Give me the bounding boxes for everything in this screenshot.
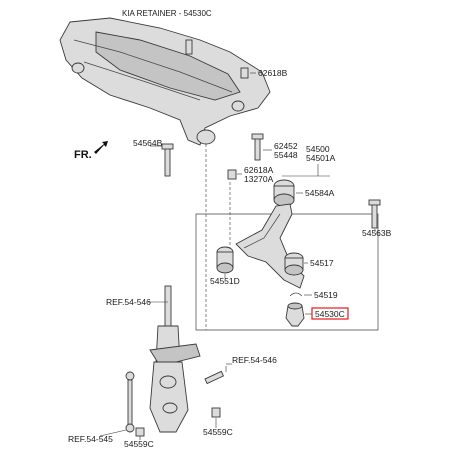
front-indicator: FR. <box>74 149 92 161</box>
label-54519: 54519 <box>314 290 338 300</box>
label-54500: 54500 <box>306 144 330 154</box>
subframe-crossmember <box>59 17 271 146</box>
label-54530C: 54530C <box>315 309 345 319</box>
label-54501A: 54501A <box>306 153 336 163</box>
label-55448: 55448 <box>274 150 298 160</box>
highlight-box-54530C <box>311 307 349 320</box>
label-54584A: 54584A <box>305 188 335 198</box>
label-54564B: 54564B <box>133 138 163 148</box>
label-ref546-mid: REF.54-546 <box>232 355 277 365</box>
label-62618B: 62618B <box>258 68 288 78</box>
label-54559C-left: 54559C <box>124 439 154 449</box>
bushing-54517 <box>284 252 308 276</box>
label-54559C-right: 54559C <box>203 427 233 437</box>
label-13270A: 13270A <box>244 174 274 184</box>
clip-54519 <box>289 292 312 297</box>
lower-arm-group-box <box>195 175 379 331</box>
diagram-title: KIA RETAINER - 54530C <box>122 9 212 18</box>
label-54517: 54517 <box>310 258 334 268</box>
front-arrow-icon <box>94 141 108 154</box>
bolt-54564B <box>150 143 174 177</box>
bushing-54584A <box>273 179 303 207</box>
bolt-strut <box>204 366 227 385</box>
label-62618A: 62618A <box>244 165 274 175</box>
bushing-54551D <box>216 246 234 278</box>
bolt-62452 <box>251 133 272 161</box>
nut-54559C-right <box>211 407 221 428</box>
label-54563B: 54563B <box>362 228 392 238</box>
nut-62618A <box>227 169 242 180</box>
bolt-62618B <box>240 67 256 79</box>
ball-joint-54530C <box>285 302 312 327</box>
label-54551D: 54551D <box>210 276 240 286</box>
strut-assembly <box>149 285 201 433</box>
label-ref546-top: REF.54-546 <box>106 297 151 307</box>
label-ref545: REF.54-545 <box>68 434 113 444</box>
bolt-54563B <box>368 199 381 232</box>
stabilizer-link <box>125 371 135 433</box>
nut-54559C-left <box>135 427 145 440</box>
label-62452: 62452 <box>274 141 298 151</box>
